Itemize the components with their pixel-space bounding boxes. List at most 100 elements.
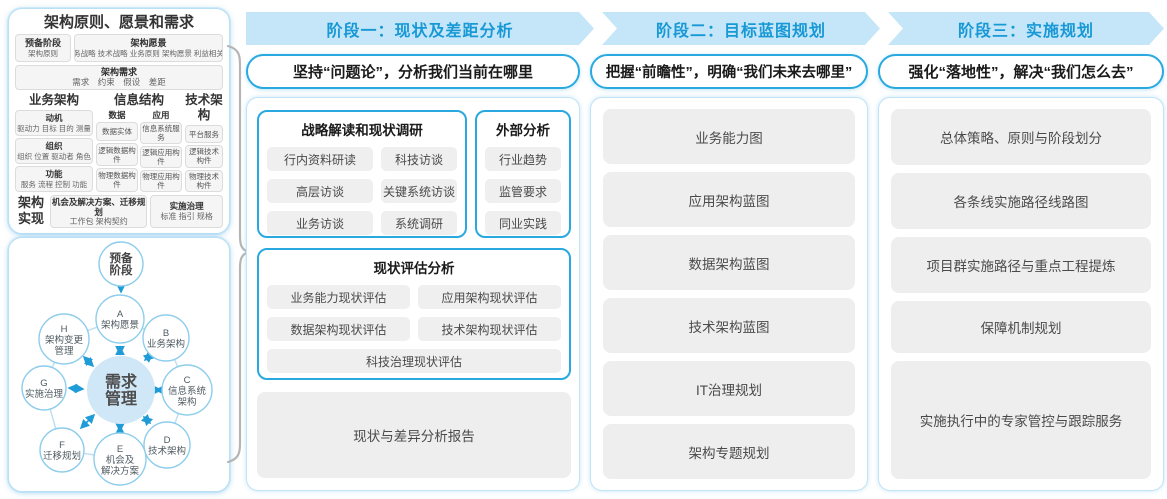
phase-b-circle bbox=[142, 314, 190, 362]
requirements-title: 架构需求 bbox=[100, 67, 137, 78]
assessment-item: 科技治理现状评估 bbox=[267, 349, 561, 373]
implementation-box: 实施执行中的专家管控与跟踪服务 bbox=[891, 361, 1151, 479]
assessment-item: 数据架构现状评估 bbox=[267, 317, 410, 341]
governance-title: 实施治理 bbox=[169, 201, 204, 212]
prep-phase-circle bbox=[98, 241, 144, 287]
implementation-box: 总体策略、原则与阶段划分 bbox=[891, 109, 1151, 165]
phase-e-circle bbox=[93, 432, 147, 486]
phase3-banner-label: 阶段三：实施规划 bbox=[957, 22, 1094, 40]
requirements-sub: 需求 约束 假设 差距 bbox=[72, 77, 166, 88]
prep-phase-box: 预备阶段 架构原则 bbox=[15, 34, 71, 62]
assessment-box: 现状评估分析 业务能力现状评估 应用架构现状评估 数据架构现状评估 技术架构现状… bbox=[257, 248, 571, 380]
business-arch-header: 业务架构 bbox=[28, 92, 79, 107]
phase-g-circle bbox=[21, 365, 67, 411]
tech-item: 平台服务 bbox=[185, 124, 223, 144]
phase3-column: 总体策略、原则与阶段划分 各条线实施路径线路图 项目群实施路径与重点工程提炼 保… bbox=[878, 97, 1164, 491]
gap-analysis-report-box: 现状与差异分析报告 bbox=[257, 392, 571, 478]
group-sub: 驱动力 目标 目的 测量 bbox=[17, 123, 91, 133]
blueprint-box: 数据架构蓝图 bbox=[603, 235, 855, 290]
prep-phase-sub: 架构原则 bbox=[28, 49, 58, 58]
external-item: 行业趋势 bbox=[485, 147, 561, 171]
requirements-management-circle bbox=[87, 356, 155, 424]
phase1-banner-label: 阶段一：现状及差距分析 bbox=[326, 22, 514, 40]
phase-d-circle bbox=[143, 421, 191, 469]
research-item: 系统调研 bbox=[381, 211, 457, 235]
group-sub: 服务 流程 控制 功能 bbox=[20, 179, 88, 189]
vision-sub: 业务战略 技术战略 业务原则 架构愿景 利益相关者 bbox=[75, 49, 222, 58]
phase1-slogan: 坚持“问题论”，分析我们当前在哪里 bbox=[246, 54, 580, 89]
governance-sub: 标准 指引 规格 bbox=[160, 212, 213, 222]
research-item: 高层访谈 bbox=[267, 179, 373, 203]
app-item: 物理应用构件 bbox=[140, 169, 182, 192]
external-analysis-box: 外部分析 行业趋势 监管要求 同业实践 bbox=[475, 110, 571, 238]
tech-item: 物理技术构件 bbox=[185, 169, 223, 192]
phase2-banner: 阶段二：目标蓝图规划 bbox=[602, 12, 880, 45]
technology-arch-header: 技术架构 bbox=[185, 92, 223, 122]
external-item: 同业实践 bbox=[485, 211, 561, 235]
data-item: 数据实体 bbox=[96, 121, 138, 142]
data-item: 物理数据构件 bbox=[96, 168, 138, 192]
phase2-column: 业务能力图 应用架构蓝图 数据架构蓝图 技术架构蓝图 IT治理规划 架构专题规划 bbox=[590, 97, 868, 491]
external-analysis-title: 外部分析 bbox=[496, 123, 550, 138]
information-structure-column: 信息结构 数据 数据实体 逻辑数据构件 物理数据构件 应用 信息系统服务 逻辑应… bbox=[96, 93, 182, 192]
blueprint-box: 架构专题规划 bbox=[603, 424, 855, 479]
group-sub: 组织 位置 驱动者 角色 bbox=[17, 151, 91, 161]
business-arch-column: 业务架构 动机 驱动力 目标 目的 测量 组织 组织 位置 驱动者 角色 功能 … bbox=[15, 93, 93, 192]
phase-f-circle bbox=[39, 427, 85, 473]
implementation-box: 项目群实施路径与重点工程提炼 bbox=[891, 237, 1151, 293]
blueprint-box: 技术架构蓝图 bbox=[603, 298, 855, 353]
requirements-box: 架构需求 需求 约束 假设 差距 bbox=[15, 65, 223, 90]
assessment-item: 技术架构现状评估 bbox=[418, 317, 561, 341]
data-subcolumn: 数据 数据实体 逻辑数据构件 物理数据构件 bbox=[96, 110, 138, 192]
phase2-slogan: 把握“前瞻性”，明确“我们未来去哪里” bbox=[590, 54, 868, 89]
prep-circle-label: 预备阶段 bbox=[110, 251, 133, 277]
phase1-column: 战略解读和现状调研 行内资料研读 科技访谈 高层访谈 关键系统访谈 业务访谈 系… bbox=[246, 97, 580, 491]
app-subheader: 应用 bbox=[152, 109, 170, 120]
implementation-box: 各条线实施路径线路图 bbox=[891, 173, 1151, 229]
research-title: 战略解读和现状调研 bbox=[301, 123, 423, 138]
vision-title: 架构愿景 bbox=[130, 38, 167, 48]
data-item: 逻辑数据构件 bbox=[96, 143, 138, 167]
phase1-banner: 阶段一：现状及差距分析 bbox=[246, 12, 594, 45]
requirements-management-label: 需求管理 bbox=[105, 372, 138, 408]
migration-title: 机会及解决方案、迁移规划 bbox=[51, 196, 146, 217]
phase3-banner: 阶段三：实施规划 bbox=[888, 12, 1164, 45]
prep-phase-title: 预备阶段 bbox=[24, 38, 61, 48]
research-item: 行内资料研读 bbox=[267, 147, 373, 171]
framework-title: 架构原则、愿景和需求 bbox=[43, 14, 194, 31]
app-item: 信息系统服务 bbox=[140, 121, 182, 144]
research-item: 业务访谈 bbox=[267, 211, 373, 235]
group-title: 组织 bbox=[45, 140, 63, 151]
assessment-item: 业务能力现状评估 bbox=[267, 285, 410, 309]
migration-sub: 工作包 架构契约 bbox=[69, 216, 128, 226]
group-title: 功能 bbox=[45, 168, 63, 179]
assessment-item: 应用架构现状评估 bbox=[418, 285, 561, 309]
research-item: 关键系统访谈 bbox=[381, 179, 457, 203]
app-item: 逻辑应用构件 bbox=[140, 145, 182, 168]
phase2-banner-label: 阶段二：目标蓝图规划 bbox=[655, 22, 826, 40]
information-structure-header: 信息结构 bbox=[113, 92, 164, 107]
phase3-slogan: 强化“落地性”，解决“我们怎么去” bbox=[878, 54, 1164, 89]
external-item: 监管要求 bbox=[485, 179, 561, 203]
blueprint-box: IT治理规划 bbox=[603, 361, 855, 416]
research-item: 科技访谈 bbox=[381, 147, 457, 171]
motivation-box: 动机 驱动力 目标 目的 测量 bbox=[15, 109, 93, 136]
phase-c-circle bbox=[161, 364, 213, 416]
assessment-title: 现状评估分析 bbox=[373, 261, 455, 276]
research-box: 战略解读和现状调研 行内资料研读 科技访谈 高层访谈 关键系统访谈 业务访谈 系… bbox=[257, 110, 467, 238]
blueprint-box: 业务能力图 bbox=[603, 109, 855, 164]
application-subcolumn: 应用 信息系统服务 逻辑应用构件 物理应用构件 bbox=[140, 110, 182, 192]
implementation-governance-box: 实施治理 标准 指引 规格 bbox=[150, 194, 223, 228]
organization-box: 组织 组织 位置 驱动者 角色 bbox=[15, 137, 93, 164]
